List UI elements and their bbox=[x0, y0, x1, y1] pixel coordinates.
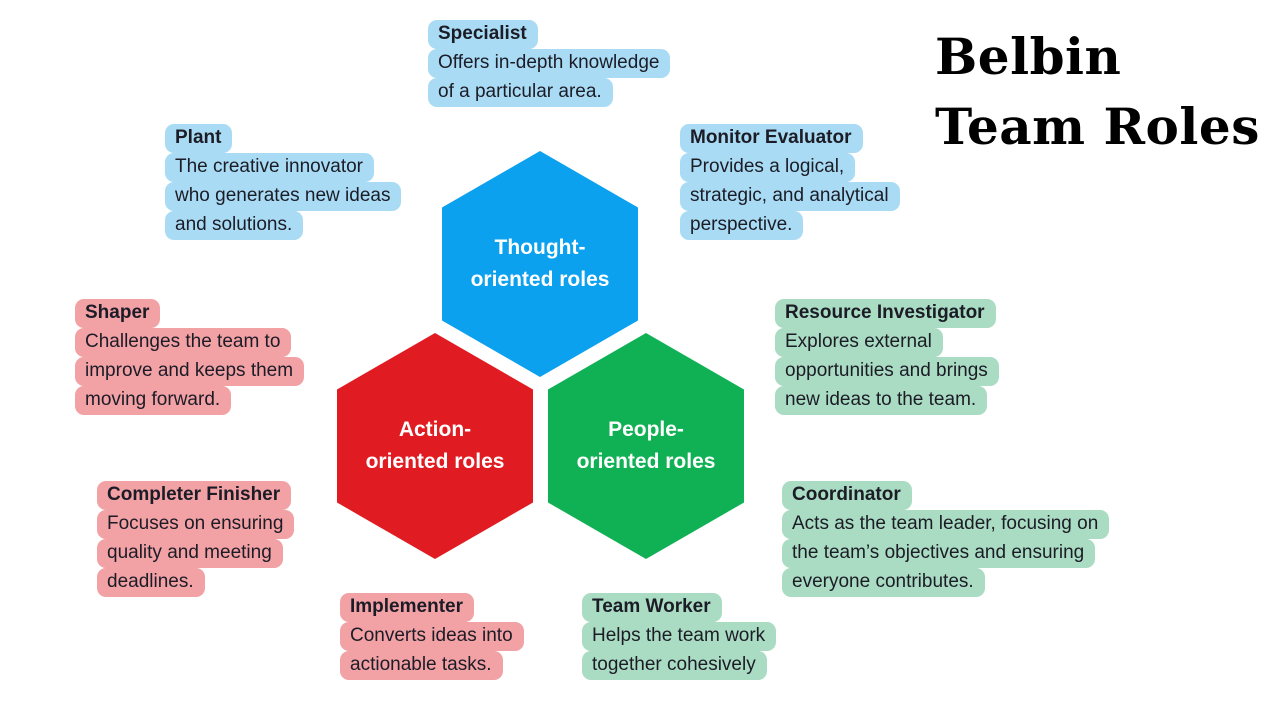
callout-implementer: Implementer Converts ideas into actionab… bbox=[340, 593, 524, 680]
hexagon-people-oriented: People- oriented roles bbox=[548, 333, 744, 559]
callout-monitor-evaluator-line3: perspective. bbox=[680, 211, 804, 240]
callout-resource-investigator-line1: Explores external bbox=[775, 328, 943, 357]
hexagon-action-label-line1: Action- bbox=[398, 418, 472, 441]
callout-shaper-line1: Challenges the team to bbox=[75, 328, 292, 357]
callout-shaper-line2: improve and keeps them bbox=[75, 357, 305, 386]
callout-coordinator: Coordinator Acts as the team leader, foc… bbox=[782, 481, 1110, 597]
page-title: Belbin Team Roles bbox=[935, 22, 1260, 162]
hexagon-people-label-line2: oriented roles bbox=[576, 450, 716, 473]
callout-resource-investigator: Resource Investigator Explores external … bbox=[775, 299, 999, 415]
hexagon-thought-label: Thought- oriented roles bbox=[471, 232, 610, 296]
callout-shaper: Shaper Challenges the team to improve an… bbox=[75, 299, 305, 415]
callout-completer-finisher-title: Completer Finisher bbox=[97, 481, 292, 510]
callout-completer-finisher-line3: deadlines. bbox=[97, 568, 205, 597]
callout-completer-finisher: Completer Finisher Focuses on ensuring q… bbox=[97, 481, 295, 597]
callout-coordinator-line1: Acts as the team leader, focusing on bbox=[782, 510, 1110, 539]
callout-shaper-title: Shaper bbox=[75, 299, 161, 328]
callout-completer-finisher-line1: Focuses on ensuring bbox=[97, 510, 295, 539]
callout-plant-line1: The creative innovator bbox=[165, 153, 374, 182]
page-title-line1: Belbin bbox=[935, 27, 1122, 86]
callout-monitor-evaluator-line1: Provides a logical, bbox=[680, 153, 856, 182]
callout-completer-finisher-line2: quality and meeting bbox=[97, 539, 283, 568]
callout-team-worker-line1: Helps the team work bbox=[582, 622, 777, 651]
callout-team-worker-title: Team Worker bbox=[582, 593, 722, 622]
hexagon-action-label: Action- oriented roles bbox=[366, 414, 505, 478]
hexagon-thought-oriented: Thought- oriented roles bbox=[442, 151, 638, 377]
callout-monitor-evaluator: Monitor Evaluator Provides a logical, st… bbox=[680, 124, 900, 240]
hexagon-action-oriented: Action- oriented roles bbox=[337, 333, 533, 559]
page-title-line2: Team Roles bbox=[935, 97, 1260, 156]
hexagon-thought-label-line2: oriented roles bbox=[470, 268, 610, 291]
callout-monitor-evaluator-title: Monitor Evaluator bbox=[680, 124, 863, 153]
callout-resource-investigator-line2: opportunities and brings bbox=[775, 357, 999, 386]
callout-coordinator-line3: everyone contributes. bbox=[782, 568, 985, 597]
callout-plant-line3: and solutions. bbox=[165, 211, 304, 240]
hexagon-thought-label-line1: Thought- bbox=[494, 236, 586, 259]
callout-monitor-evaluator-line2: strategic, and analytical bbox=[680, 182, 900, 211]
callout-specialist-title: Specialist bbox=[428, 20, 538, 49]
callout-plant-line2: who generates new ideas bbox=[165, 182, 402, 211]
callout-resource-investigator-line3: new ideas to the team. bbox=[775, 386, 988, 415]
callout-coordinator-title: Coordinator bbox=[782, 481, 912, 510]
hexagon-action-label-line2: oriented roles bbox=[365, 450, 505, 473]
callout-specialist-line2: of a particular area. bbox=[428, 78, 613, 107]
callout-shaper-line3: moving forward. bbox=[75, 386, 232, 415]
callout-coordinator-line2: the team’s objectives and ensuring bbox=[782, 539, 1096, 568]
callout-resource-investigator-title: Resource Investigator bbox=[775, 299, 996, 328]
callout-team-worker: Team Worker Helps the team work together… bbox=[582, 593, 777, 680]
callout-implementer-line1: Converts ideas into bbox=[340, 622, 524, 651]
hexagon-people-label: People- oriented roles bbox=[577, 414, 716, 478]
callout-specialist-line1: Offers in-depth knowledge bbox=[428, 49, 671, 78]
callout-implementer-line2: actionable tasks. bbox=[340, 651, 503, 680]
callout-team-worker-line2: together cohesively bbox=[582, 651, 767, 680]
callout-specialist: Specialist Offers in-depth knowledge of … bbox=[428, 20, 671, 107]
callout-implementer-title: Implementer bbox=[340, 593, 474, 622]
hexagon-people-label-line1: People- bbox=[608, 418, 684, 441]
callout-plant-title: Plant bbox=[165, 124, 233, 153]
callout-plant: Plant The creative innovator who generat… bbox=[165, 124, 402, 240]
